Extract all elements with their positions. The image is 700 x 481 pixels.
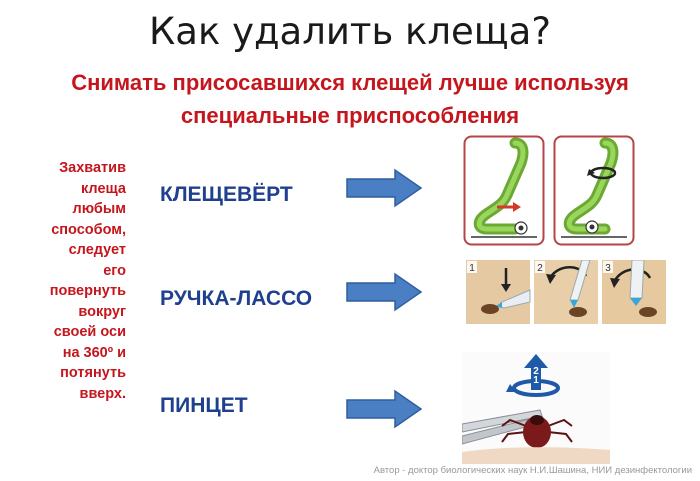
side-line: вокруг	[78, 303, 126, 320]
subtitle-line: специальные приспособления	[180, 103, 520, 128]
lasso-pen-illustration: 1 2 3	[466, 260, 666, 324]
side-line: следует	[68, 242, 126, 258]
side-line: вверх.	[79, 385, 126, 402]
side-line: повернуть	[49, 283, 126, 299]
lasso-step-number: 2	[537, 263, 543, 274]
side-line: клеща	[81, 180, 126, 197]
lasso-step-number: 1	[469, 263, 475, 274]
side-line: потянуть	[60, 365, 126, 381]
method-label-tick-twister: КЛЕЩЕВЁРТ	[160, 183, 293, 206]
subtitle-line: Снимать присосавшихся клещей лучше испол…	[71, 70, 629, 95]
tweezers-step-mark: 1	[533, 375, 539, 386]
tweezers-illustration: 1 2	[462, 352, 610, 464]
author-credit: Автор - доктор биологических наук Н.И.Ша…	[373, 465, 692, 476]
side-line: способом,	[51, 221, 126, 238]
method-label-tweezers: ПИНЦЕТ	[160, 394, 248, 417]
side-line: своей оси	[53, 324, 126, 340]
arrow-right-icon	[346, 168, 423, 208]
tick-twister-illustration	[463, 135, 635, 246]
side-line: Захватив	[59, 160, 126, 176]
side-line: любым	[72, 201, 126, 217]
side-line: его	[103, 262, 126, 279]
method-label-lasso: РУЧКА-ЛАССО	[160, 287, 313, 310]
tweezers-step-mark: 2	[533, 366, 539, 377]
subtitle: Снимать присосавшихся клещей лучше испол…	[30, 66, 670, 132]
arrow-right-icon	[346, 389, 423, 429]
side-line: на 360º и	[62, 344, 126, 361]
lasso-step-number: 3	[605, 263, 611, 274]
arrow-right-icon	[346, 272, 423, 312]
page-title: Как удалить клеща?	[149, 10, 551, 53]
side-instruction: Захватив клеща любым способом, следует е…	[8, 158, 126, 404]
